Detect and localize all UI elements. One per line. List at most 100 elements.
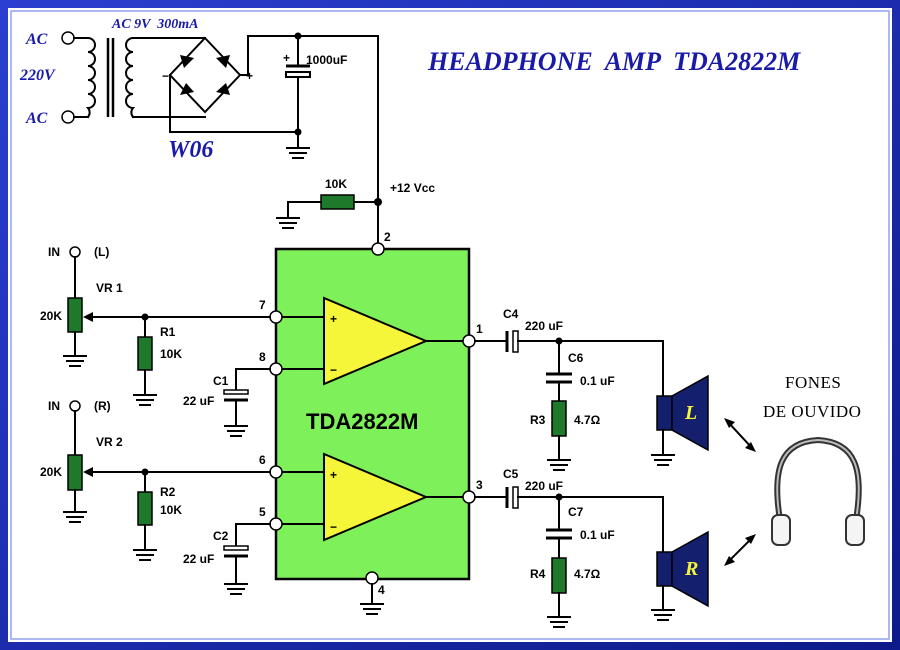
inner-frame <box>10 10 890 640</box>
svg-text:R3: R3 <box>530 413 546 427</box>
svg-text:+: + <box>330 312 337 326</box>
earcup-right-icon <box>845 514 865 546</box>
tda2822m-ic: + − + − TDA2822M 7 8 6 5 1 3 4 <box>259 242 483 615</box>
ic-name: TDA2822M <box>306 409 418 434</box>
opamp-left <box>323 296 429 386</box>
arrow-right-icon <box>726 536 754 564</box>
bridge-label: W06 <box>168 137 213 163</box>
svg-text:−: − <box>330 520 337 534</box>
filter-cap-value: 1000uF <box>306 53 347 67</box>
headphones-label-line2: DE OUVIDO <box>763 402 861 421</box>
transformer-secondary <box>125 36 136 119</box>
svg-text:8: 8 <box>259 350 266 364</box>
secondary-rating: AC 9V 300mA <box>111 17 199 32</box>
diagram-title: HEADPHONE AMP TDA2822M <box>427 47 801 76</box>
svg-text:C4: C4 <box>503 307 519 321</box>
svg-text:20K: 20K <box>40 465 62 479</box>
ac-label-top: AC <box>25 31 48 48</box>
svg-text:+: + <box>246 69 253 83</box>
svg-text:20K: 20K <box>40 309 62 323</box>
svg-text:(R): (R) <box>94 399 111 413</box>
left-output-stage: C4 220 uF C6 0.1 uF R3 4.7Ω L <box>474 307 709 471</box>
svg-text:(L): (L) <box>94 245 109 259</box>
opamp-right <box>323 452 429 542</box>
svg-text:+: + <box>283 51 290 65</box>
svg-text:0.1 uF: 0.1 uF <box>580 528 615 542</box>
speaker-right-magnet <box>656 551 673 587</box>
svg-text:IN: IN <box>48 245 60 259</box>
pin-8 <box>269 362 283 376</box>
earcup-left-icon <box>771 514 791 546</box>
vcc-resistor <box>320 194 355 210</box>
svg-text:−: − <box>162 69 169 83</box>
svg-text:5: 5 <box>259 505 266 519</box>
svg-text:6: 6 <box>259 453 266 467</box>
arrow-left-icon <box>726 420 754 450</box>
right-input-stage: IN (R) VR 2 20K R2 10K C2 22 uF <box>40 399 271 595</box>
svg-text:3: 3 <box>476 478 483 492</box>
vr1-potentiometer <box>67 297 83 333</box>
pin-6 <box>269 465 283 479</box>
pin-2 <box>371 242 385 256</box>
svg-text:+: + <box>330 468 337 482</box>
speaker-right-cone <box>671 530 709 608</box>
input-l-jack <box>69 246 81 258</box>
svg-text:4.7Ω: 4.7Ω <box>574 413 601 427</box>
svg-text:IN: IN <box>48 399 60 413</box>
right-output-stage: C5 220 uF C7 0.1 uF R4 4.7Ω R <box>474 467 709 628</box>
svg-text:10K: 10K <box>160 347 182 361</box>
vcc-resistor-value: 10K <box>325 177 347 191</box>
speaker-left-label: L <box>684 402 697 424</box>
vcc-label: +12 Vcc <box>390 181 435 195</box>
speaker-left-magnet <box>656 395 673 431</box>
svg-text:R1: R1 <box>160 325 176 339</box>
power-supply: AC 220V AC AC 9V 300mA − + W06 <box>19 17 379 202</box>
transformer-primary <box>85 36 96 119</box>
svg-text:10K: 10K <box>160 503 182 517</box>
pin-7 <box>269 310 283 324</box>
svg-text:VR 1: VR 1 <box>96 281 123 295</box>
svg-text:0.1 uF: 0.1 uF <box>580 374 615 388</box>
mains-voltage-label: 220V <box>19 67 56 84</box>
left-input-stage: IN (L) VR 1 20K R1 10K C1 22 uF <box>40 245 271 437</box>
svg-text:7: 7 <box>259 298 266 312</box>
svg-text:C5: C5 <box>503 467 519 481</box>
headphones-label-line1: FONES <box>785 373 841 392</box>
pin-3 <box>462 490 476 504</box>
vcc-section: +12 Vcc 10K 2 <box>276 177 435 245</box>
svg-text:22 uF: 22 uF <box>183 552 214 566</box>
ac-terminal-bottom <box>61 110 75 124</box>
svg-text:C1: C1 <box>213 374 229 388</box>
svg-text:22 uF: 22 uF <box>183 394 214 408</box>
pin-1 <box>462 334 476 348</box>
svg-text:C6: C6 <box>568 351 584 365</box>
svg-text:220 uF: 220 uF <box>525 319 563 333</box>
headphones: FONES DE OUVIDO <box>724 373 865 566</box>
svg-text:R2: R2 <box>160 485 176 499</box>
speaker-left-cone <box>671 374 709 452</box>
pin-2-label: 2 <box>384 230 391 244</box>
r4-resistor <box>551 557 567 594</box>
svg-text:VR 2: VR 2 <box>96 435 123 449</box>
svg-text:220 uF: 220 uF <box>525 479 563 493</box>
pin-5 <box>269 517 283 531</box>
ac-terminal-top <box>61 31 75 45</box>
svg-text:C7: C7 <box>568 505 584 519</box>
vr2-potentiometer <box>67 454 83 491</box>
svg-text:−: − <box>330 363 337 377</box>
speaker-right-label: R <box>684 558 698 580</box>
svg-text:1: 1 <box>476 322 483 336</box>
pin-4 <box>365 571 379 585</box>
r3-resistor <box>551 400 567 437</box>
input-r-jack <box>69 400 81 412</box>
svg-text:R4: R4 <box>530 567 546 581</box>
svg-text:C2: C2 <box>213 529 229 543</box>
bridge-rectifier <box>168 36 242 114</box>
svg-text:4.7Ω: 4.7Ω <box>574 567 601 581</box>
ac-label-bottom: AC <box>25 110 48 127</box>
r1-resistor <box>137 336 153 371</box>
r2-resistor <box>137 491 153 526</box>
